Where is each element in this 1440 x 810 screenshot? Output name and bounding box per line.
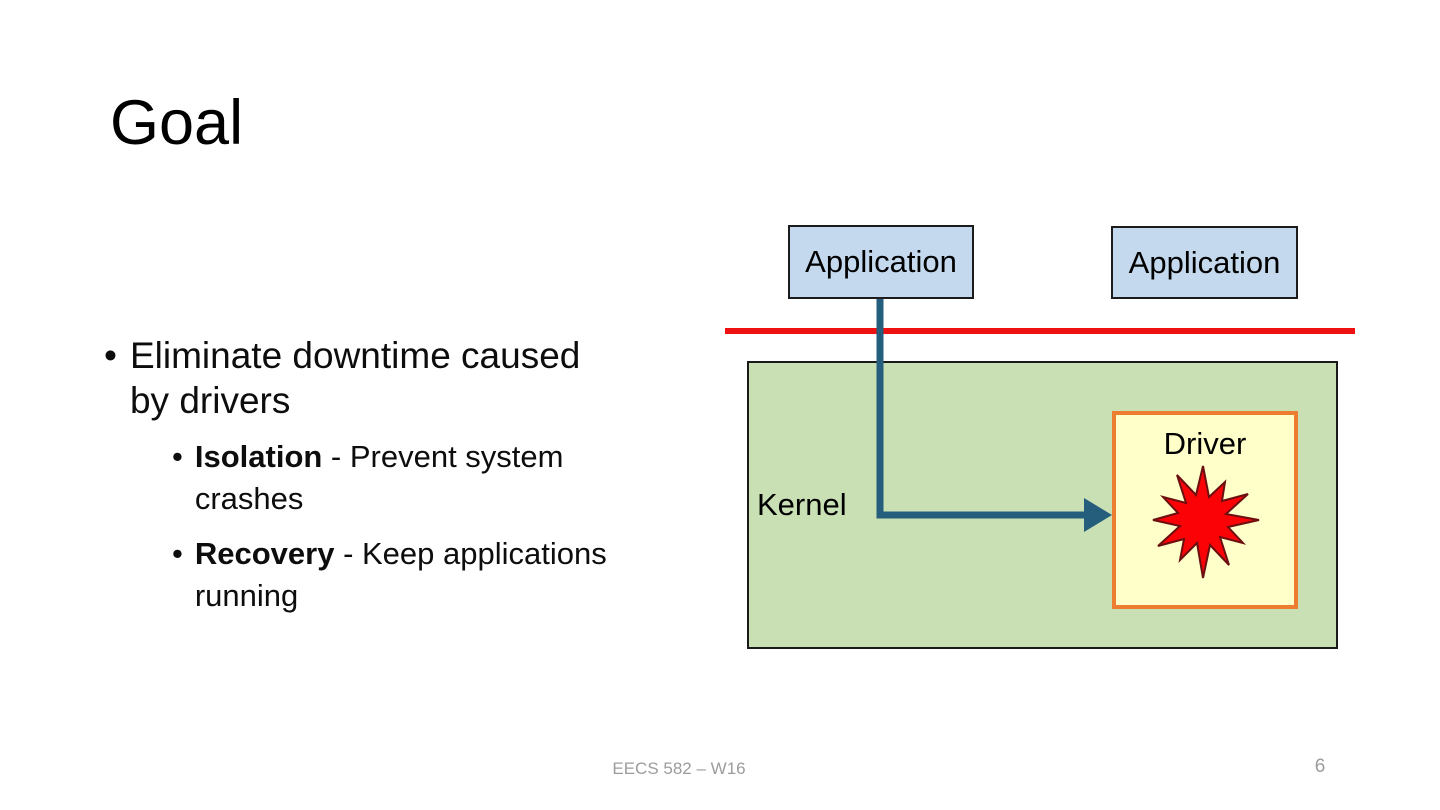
slide-page-number: 6 [1314, 756, 1326, 777]
bullet-rest-text: - Prevent system crashes [194, 439, 564, 516]
application-box-2: Application [1111, 226, 1298, 299]
bullet-lead-word: Isolation [194, 439, 323, 474]
bullet-item: • Isolation - Prevent system crashes [172, 436, 645, 520]
bullet-list: • Eliminate downtime caused by drivers •… [104, 333, 645, 617]
bullet-text: Eliminate downtime caused by drivers [129, 335, 581, 421]
bullet-marker: • [104, 335, 117, 376]
slide-title: Goal [110, 88, 244, 158]
footer-course-label: EECS 582 – W16 [612, 759, 746, 778]
bullet-marker: • [172, 439, 183, 474]
driver-label: Driver [1163, 426, 1247, 461]
bullet-rest-text: - Keep applications running [194, 536, 607, 613]
user-kernel-boundary-line [725, 328, 1355, 334]
application-box-1: Application [788, 225, 974, 299]
kernel-label: Kernel [757, 487, 847, 522]
bullet-text: Isolation - Prevent system crashes [195, 436, 645, 520]
bullet-text: Recovery - Keep applications running [195, 533, 645, 617]
bullet-lead-word: Recovery [194, 536, 335, 571]
application-box-1-label: Application [805, 244, 957, 279]
application-box-2-label: Application [1128, 244, 1281, 280]
bullet-marker: • [172, 536, 183, 571]
bullet-item: • Recovery - Keep applications running [172, 533, 645, 617]
driver-box: Driver [1112, 411, 1298, 609]
bullet-item: • Eliminate downtime caused by drivers [104, 333, 645, 423]
